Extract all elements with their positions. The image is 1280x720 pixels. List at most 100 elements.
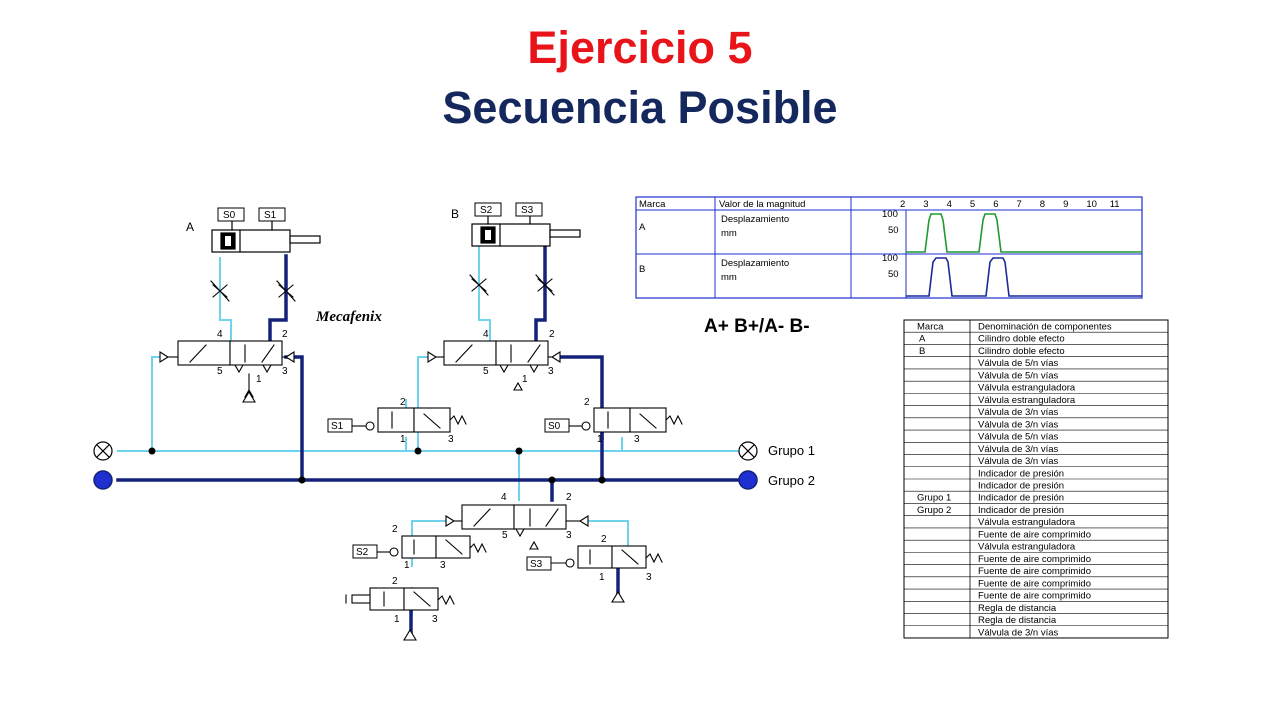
timing-step-label: 2 — [900, 199, 905, 210]
port-label: 3 — [566, 530, 572, 541]
valve-5-2-a — [159, 340, 295, 398]
port-label: 3 — [634, 434, 640, 445]
group1-indicators — [93, 441, 758, 461]
timing-step-label: 7 — [1017, 199, 1022, 210]
valve-3-2-s0 — [568, 407, 683, 433]
junction-dots — [148, 447, 606, 484]
component-mark: Grupo 1 — [917, 493, 951, 504]
port-label: 1 — [599, 572, 605, 583]
sensor-s2-label: S2 — [480, 205, 493, 216]
component-name: Fuente de aire comprimido — [978, 566, 1091, 577]
timing-trace-a — [906, 213, 1142, 253]
valve-5-2-main — [445, 504, 589, 550]
port-label: 2 — [282, 329, 288, 340]
timing-step-label: 5 — [970, 199, 975, 210]
component-name: Fuente de aire comprimido — [978, 591, 1091, 602]
port-label: 5 — [502, 530, 508, 541]
sensor-s0-valve-label: S0 — [548, 421, 561, 432]
timing-row-a-tick-100: 100 — [882, 209, 898, 220]
timing-row-b-unit: mm — [721, 272, 737, 283]
port-label: 2 — [392, 576, 398, 587]
component-name: Válvula estranguladora — [978, 395, 1076, 406]
air-sources — [242, 390, 625, 641]
component-name: Indicador de presión — [978, 493, 1064, 504]
sensor-s2-valve-label: S2 — [356, 547, 369, 558]
sequence-label: A+ B+/A- B- — [704, 316, 810, 337]
component-name: Válvula de 3/n vías — [978, 627, 1059, 638]
port-label: 2 — [392, 524, 398, 535]
throttle-valves — [210, 274, 555, 302]
timing-step-label: 9 — [1063, 199, 1068, 210]
port-label: 1 — [404, 560, 410, 571]
port-label: 1 — [400, 434, 406, 445]
component-mark: B — [919, 346, 925, 357]
circuit-diagram: Mecafenix A B S0 S1 S2 S3 S1 S0 S2 S3 Gr… — [93, 202, 815, 641]
component-name: Regla de distancia — [978, 603, 1057, 614]
port-label: 2 — [400, 397, 406, 408]
port-label: 3 — [432, 614, 438, 625]
component-name: Válvula estranguladora — [978, 383, 1076, 394]
port-label: 4 — [501, 492, 507, 503]
port-label: 2 — [601, 534, 607, 545]
watermark-text: Mecafenix — [315, 309, 382, 325]
port-label: 2 — [549, 329, 555, 340]
port-label: 4 — [217, 329, 223, 340]
timing-row-b-quantity: Desplazamiento — [721, 258, 789, 269]
component-name: Válvula de 5/n vías — [978, 358, 1059, 369]
component-mark: A — [919, 334, 926, 345]
timing-row-a-mark: A — [639, 222, 646, 233]
timing-step-label: 3 — [923, 199, 928, 210]
cylinder-a — [211, 220, 321, 253]
component-name: Indicador de presión — [978, 468, 1064, 479]
sensor-s1-valve-label: S1 — [331, 421, 344, 432]
sensor-s0-label: S0 — [223, 210, 236, 221]
component-name: Fuente de aire comprimido — [978, 529, 1091, 540]
port-label: 3 — [548, 366, 554, 377]
port-label: 3 — [448, 434, 454, 445]
cylinder-b — [471, 215, 581, 247]
component-name: Cilindro doble efecto — [978, 334, 1065, 345]
timing-row-a-unit: mm — [721, 228, 737, 239]
component-name: Indicador de presión — [978, 505, 1064, 516]
timing-row-b-tick-50: 50 — [888, 269, 899, 280]
timing-trace-b — [906, 257, 1142, 297]
timing-step-label: 8 — [1040, 199, 1045, 210]
timing-step-label: 11 — [1110, 199, 1120, 210]
components-header-mark: Marca — [917, 322, 944, 333]
component-name: Válvula de 5/n vías — [978, 432, 1059, 443]
port-label: 3 — [440, 560, 446, 571]
group2-indicators — [93, 470, 758, 490]
component-name: Válvula estranguladora — [978, 542, 1076, 553]
port-label: 3 — [646, 572, 652, 583]
timing-row-b-tick-100: 100 — [882, 253, 898, 264]
component-name: Cilindro doble efecto — [978, 346, 1065, 357]
valve-3-2-start — [345, 587, 455, 611]
component-name: Fuente de aire comprimido — [978, 578, 1091, 589]
component-name: Válvula de 3/n vías — [978, 444, 1059, 455]
sensor-s1-label: S1 — [264, 210, 277, 221]
component-name: Indicador de presión — [978, 480, 1064, 491]
timing-step-label: 6 — [993, 199, 998, 210]
component-name: Válvula de 3/n vías — [978, 407, 1059, 418]
component-name: Válvula de 3/n vías — [978, 419, 1059, 430]
port-label: 4 — [483, 329, 489, 340]
group1-label: Grupo 1 — [768, 443, 815, 458]
valve-3-2-s1 — [351, 407, 467, 433]
timing-header-mark: Marca — [639, 199, 666, 210]
timing-step-label: 4 — [947, 199, 952, 210]
sensor-s3-label: S3 — [521, 205, 534, 216]
port-label: 1 — [256, 374, 262, 385]
port-label: 2 — [584, 397, 590, 408]
port-label: 5 — [483, 366, 489, 377]
cylinder-a-label: A — [186, 220, 194, 234]
slide-title: Ejercicio 5 — [527, 22, 753, 73]
timing-row-b-mark: B — [639, 264, 645, 275]
port-label: 1 — [394, 614, 400, 625]
port-label: 1 — [522, 374, 528, 385]
component-name: Fuente de aire comprimido — [978, 554, 1091, 565]
component-name: Válvula de 3/n vías — [978, 456, 1059, 467]
port-label: 5 — [217, 366, 223, 377]
